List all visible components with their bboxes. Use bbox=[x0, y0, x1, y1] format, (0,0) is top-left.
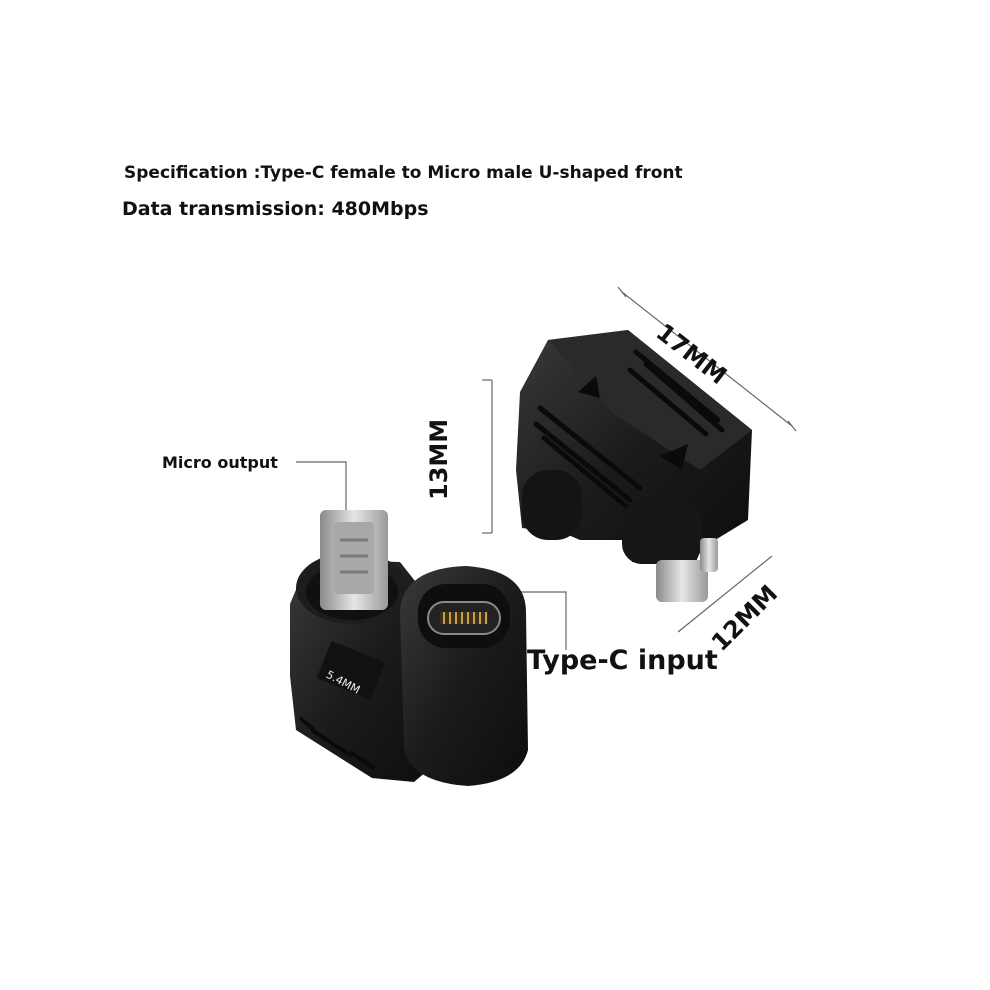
leader-line-typec bbox=[510, 591, 567, 650]
arrow-right-icon bbox=[660, 444, 688, 470]
dimension-13mm: 13MM bbox=[425, 418, 453, 500]
adapter-top-view bbox=[516, 330, 752, 602]
typec-input-label: Type-C input bbox=[527, 645, 718, 676]
dimension-line-17mm bbox=[617, 286, 797, 432]
dimension-line-13mm bbox=[482, 379, 493, 534]
micro-output-label: Micro output bbox=[162, 453, 278, 472]
data-rate-text: Data transmission: 480Mbps bbox=[122, 198, 429, 220]
specification-text: Specification :Type-C female to Micro ma… bbox=[124, 163, 683, 183]
micro-plug bbox=[320, 510, 388, 610]
micro-plug-top bbox=[656, 560, 708, 602]
adapter-front-view bbox=[290, 510, 528, 786]
arrow-up-icon bbox=[578, 376, 600, 398]
leader-line-micro bbox=[296, 461, 347, 512]
dimension-line-12mm bbox=[677, 555, 773, 633]
gap-plate bbox=[316, 640, 386, 700]
